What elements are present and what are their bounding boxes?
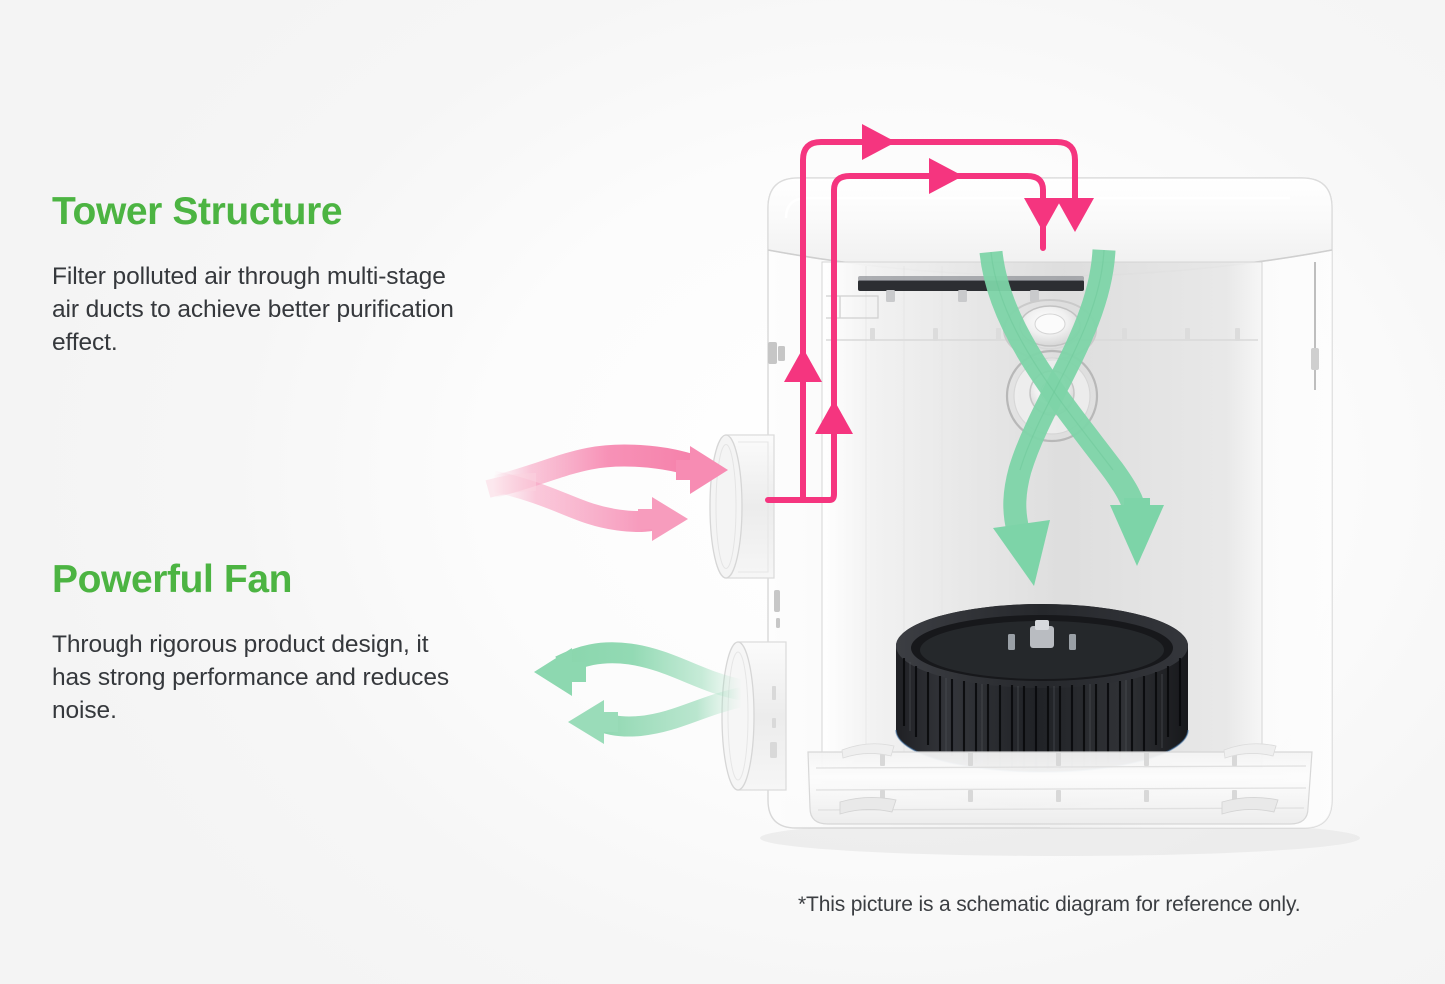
feature-block-tower-structure: Tower Structure Filter polluted air thro… — [52, 190, 522, 359]
shell-control-detail — [774, 590, 780, 628]
air-purifier-illustration — [690, 90, 1410, 860]
device-ground-shadow — [760, 820, 1360, 856]
fan-motor-hub — [1005, 349, 1099, 443]
shell-seam-right — [1311, 262, 1319, 390]
feature-description-powerful-fan: Through rigorous product design, it has … — [52, 630, 449, 724]
feature-block-powerful-fan: Powerful Fan Through rigorous product de… — [52, 558, 522, 727]
schematic-footnote: *This picture is a schematic diagram for… — [798, 893, 1301, 916]
feature-title-tower-structure: Tower Structure — [52, 190, 343, 233]
device-base-tray — [807, 743, 1313, 825]
air-intake-port — [709, 434, 775, 579]
feature-description-tower-structure: Filter polluted air through multi-stage … — [52, 262, 454, 356]
device-top-lid — [767, 177, 1333, 277]
air-exhaust-port — [721, 641, 787, 791]
centrifugal-blower-fan — [895, 604, 1189, 773]
fan-center-shaft — [1008, 620, 1076, 650]
feature-title-powerful-fan: Powerful Fan — [52, 558, 293, 601]
